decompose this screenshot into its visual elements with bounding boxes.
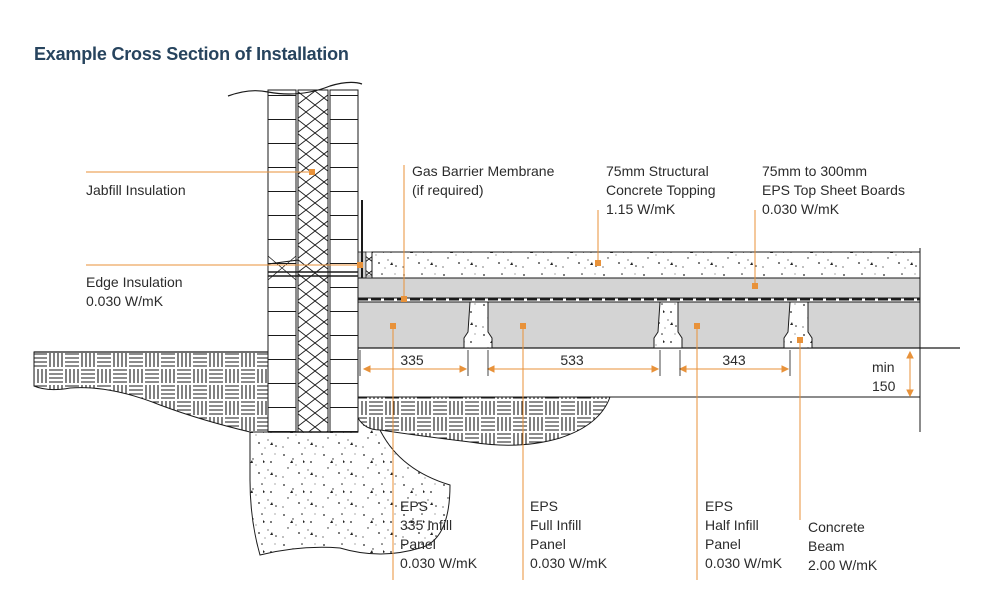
diagram-title: Example Cross Section of Installation xyxy=(34,44,349,64)
jabfill-label: Jabfill Insulation xyxy=(86,182,186,198)
dimension-335: 335 xyxy=(400,352,424,368)
gas-barrier-label: Gas Barrier Membrane(if required) xyxy=(412,163,555,198)
dimension-533: 533 xyxy=(560,352,584,368)
dimension-343: 343 xyxy=(722,352,746,368)
